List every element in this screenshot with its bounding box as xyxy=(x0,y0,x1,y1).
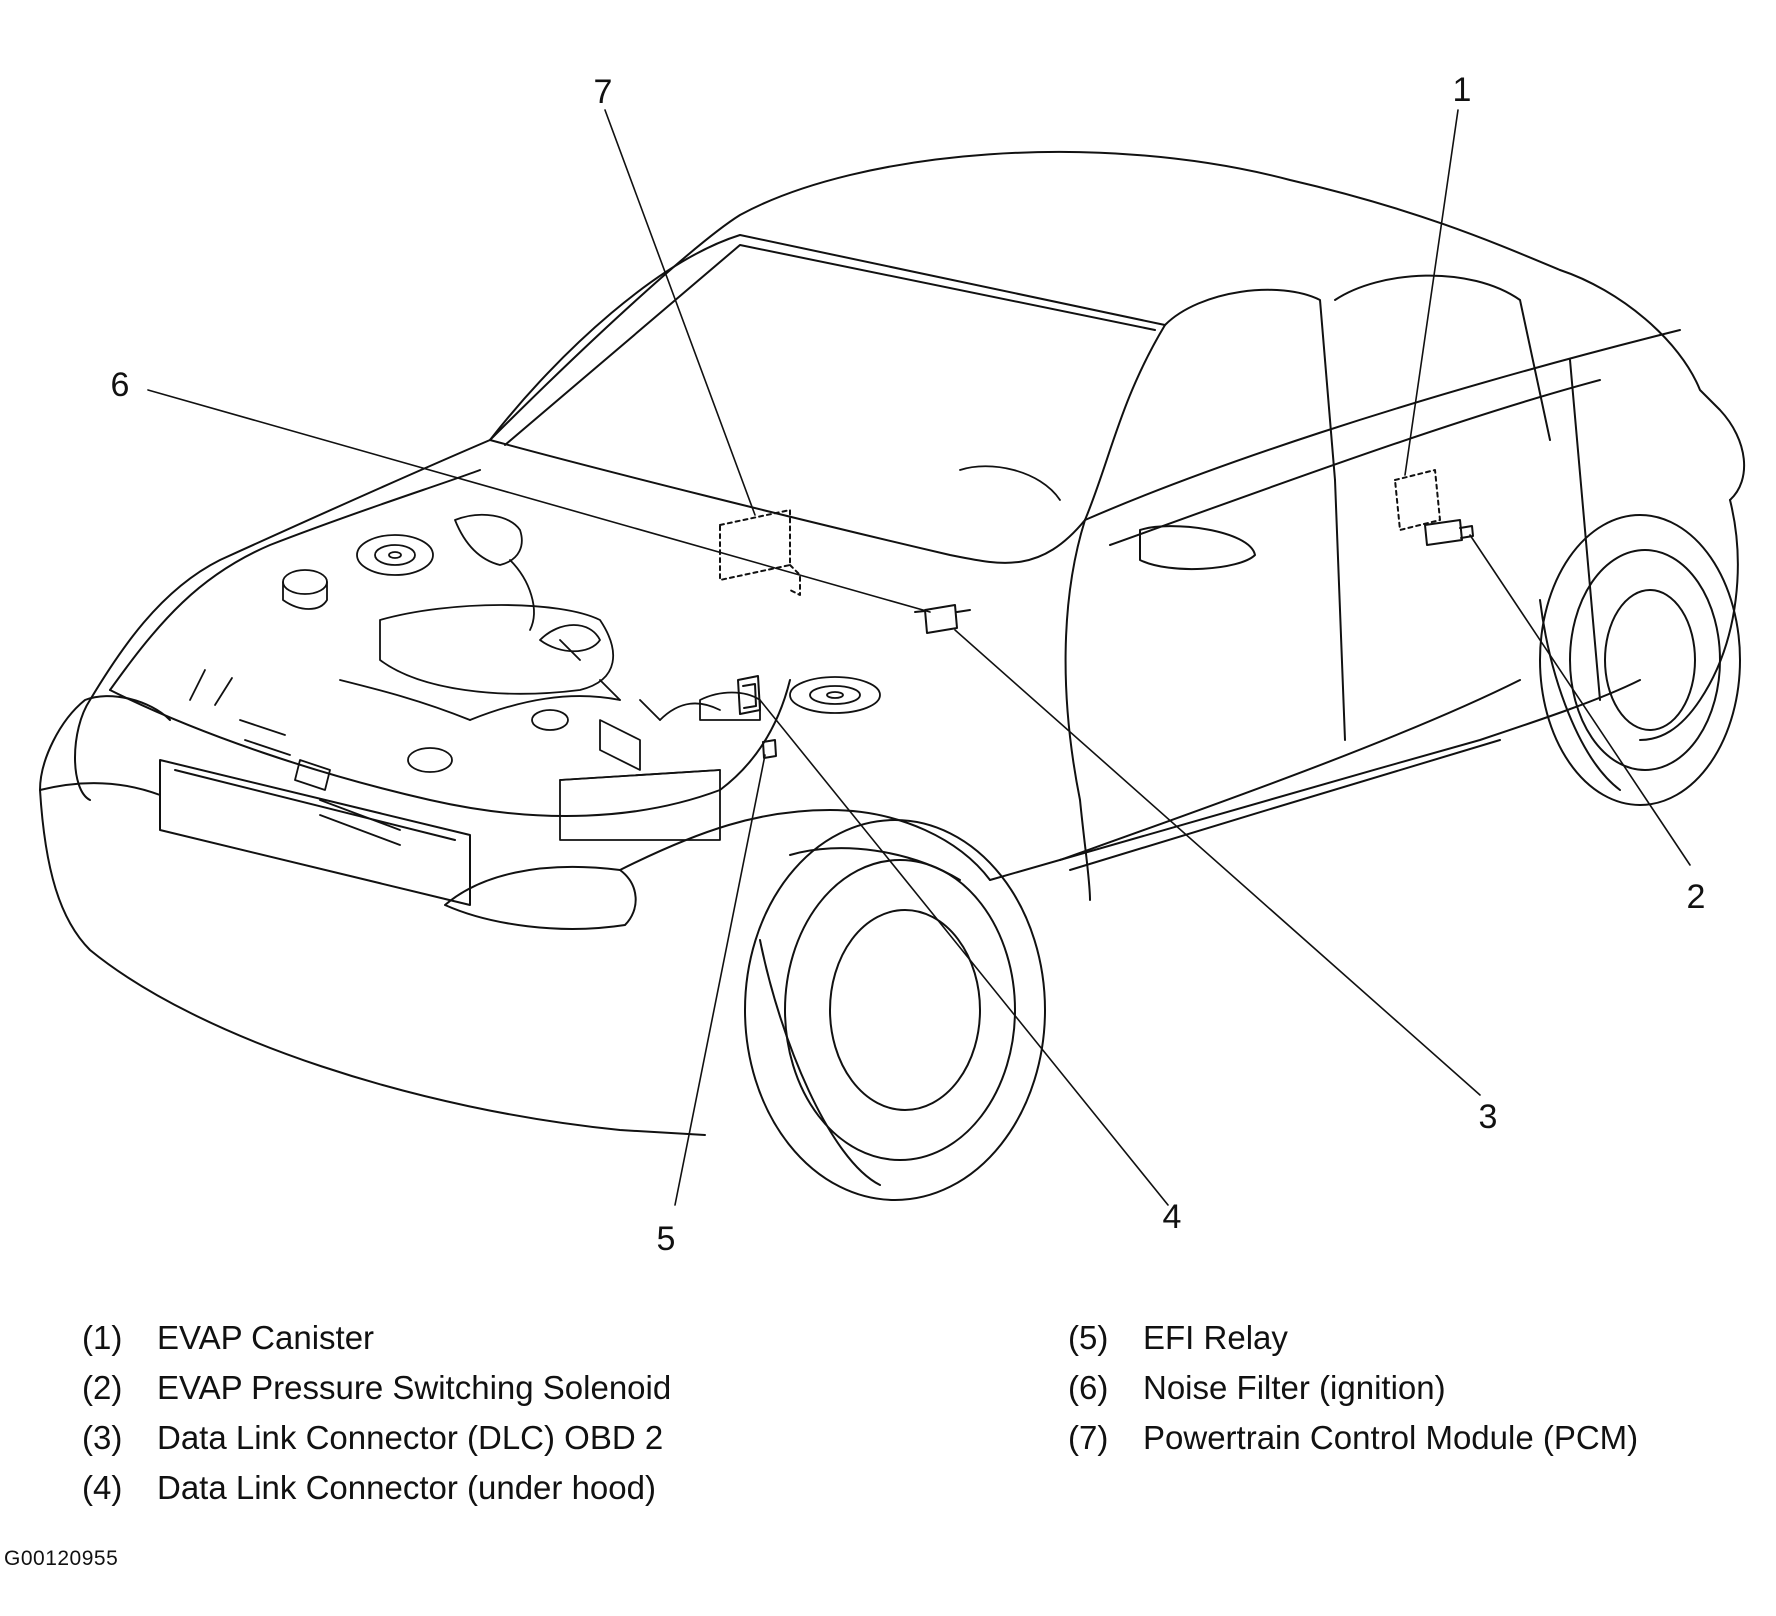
rear-wheel xyxy=(1540,515,1740,805)
dlc-obd2-symbol xyxy=(915,605,970,633)
leader-lines xyxy=(148,110,1690,1205)
legend-label: Data Link Connector (under hood) xyxy=(157,1469,656,1506)
legend-index: (3) xyxy=(82,1419,123,1456)
legend-label: Noise Filter (ignition) xyxy=(1143,1369,1446,1406)
legend-index: (7) xyxy=(1068,1419,1109,1456)
legend-index: (4) xyxy=(82,1469,123,1506)
legend-index: (6) xyxy=(1068,1369,1109,1406)
legend-label: Data Link Connector (DLC) OBD 2 xyxy=(157,1419,664,1456)
legend-label: EVAP Canister xyxy=(157,1319,375,1356)
callout-6: 6 xyxy=(110,366,130,404)
legend-label: EVAP Pressure Switching Solenoid xyxy=(157,1369,672,1406)
car-body xyxy=(40,152,1744,1135)
callout-4: 4 xyxy=(1162,1198,1182,1236)
legend-index: (1) xyxy=(82,1319,123,1356)
engine-bay xyxy=(190,515,760,845)
legend-index: (5) xyxy=(1068,1319,1109,1356)
front-wheel xyxy=(745,820,1045,1200)
callout-2: 2 xyxy=(1686,878,1706,916)
dlc-underhood-symbol xyxy=(738,676,760,714)
legend-index: (2) xyxy=(82,1369,123,1406)
legend-item-7: (7) Powertrain Control Module (PCM) xyxy=(1068,1418,1638,1458)
evap-solenoid-symbol xyxy=(1425,520,1473,545)
legend-item-3: (3) Data Link Connector (DLC) OBD 2 xyxy=(82,1418,663,1458)
callout-3: 3 xyxy=(1478,1098,1498,1136)
pcm-location xyxy=(720,510,800,595)
legend-item-5: (5) EFI Relay xyxy=(1068,1318,1288,1358)
efi-relay-symbol xyxy=(763,740,776,758)
legend-label: EFI Relay xyxy=(1143,1319,1288,1356)
legend-item-1: (1) EVAP Canister xyxy=(82,1318,374,1358)
evap-canister-location xyxy=(1395,470,1440,530)
legend-item-6: (6) Noise Filter (ignition) xyxy=(1068,1368,1446,1408)
callout-7: 7 xyxy=(593,73,613,111)
cowl-detail xyxy=(790,466,1060,713)
legend-item-2: (2) EVAP Pressure Switching Solenoid xyxy=(82,1368,671,1408)
legend-label: Powertrain Control Module (PCM) xyxy=(1143,1419,1639,1456)
figure-code: G00120955 xyxy=(4,1547,119,1570)
callout-5: 5 xyxy=(656,1220,676,1258)
legend-item-4: (4) Data Link Connector (under hood) xyxy=(82,1468,656,1508)
callout-1: 1 xyxy=(1452,71,1472,109)
